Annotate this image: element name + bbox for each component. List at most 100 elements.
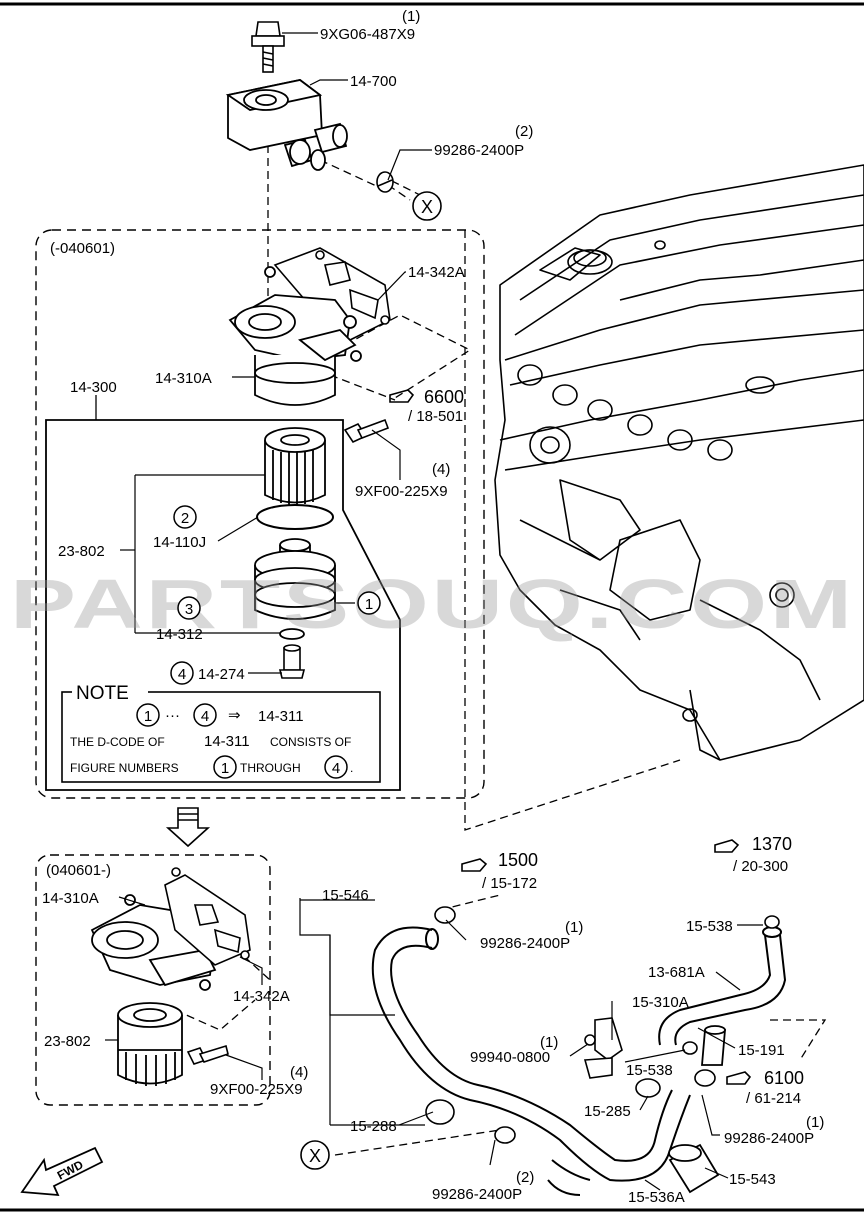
svg-text:9XF00-225X9: 9XF00-225X9	[355, 483, 448, 500]
svg-text:.: .	[350, 761, 353, 775]
svg-text:14-312: 14-312	[156, 626, 203, 643]
note-title: NOTE	[76, 683, 129, 704]
bolt-icon	[251, 21, 285, 73]
svg-text:99940-0800: 99940-0800	[470, 1049, 550, 1066]
svg-text:CONSISTS OF: CONSISTS OF	[270, 735, 351, 749]
bracket-15-310A-icon	[583, 1017, 623, 1079]
svg-text:14-274: 14-274	[198, 666, 245, 683]
svg-text:X: X	[309, 1146, 321, 1166]
svg-text:4: 4	[178, 666, 186, 683]
assembly-14-300-box	[45, 419, 401, 791]
svg-text:15-536A: 15-536A	[628, 1189, 685, 1206]
svg-text:14-342A: 14-342A	[233, 988, 290, 1005]
note-box: NOTE 1 ··· 4 ⇒ 14-311 THE D-CODE OF 14-3…	[61, 681, 381, 783]
solid-leaders	[105, 32, 763, 1191]
svg-text:1370: 1370	[752, 834, 792, 854]
svg-text:3: 3	[185, 601, 193, 618]
o-ring-icon	[256, 504, 334, 530]
figure-number-2: 2	[173, 505, 197, 529]
svg-text:15-191: 15-191	[738, 1042, 785, 1059]
svg-text:14-311: 14-311	[258, 708, 304, 725]
x-marker-top: X	[412, 191, 442, 221]
svg-text:(1): (1)	[806, 1114, 824, 1131]
svg-text:THE D-CODE OF: THE D-CODE OF	[70, 735, 165, 749]
upper-dashed-box	[35, 229, 485, 799]
svg-text:1: 1	[144, 708, 152, 725]
svg-text:23-802: 23-802	[58, 543, 105, 560]
svg-text:2: 2	[181, 510, 189, 527]
svg-text:23-802: 23-802	[44, 1033, 91, 1050]
figure-number-4: 4	[170, 661, 194, 685]
svg-text:(4): (4)	[432, 461, 450, 478]
figure-number-3: 3	[177, 596, 201, 620]
svg-text:···: ···	[165, 707, 180, 724]
svg-text:(2): (2)	[515, 123, 533, 140]
svg-text:15-310A: 15-310A	[632, 994, 689, 1011]
svg-text:1: 1	[221, 760, 229, 777]
svg-text:6600: 6600	[424, 387, 464, 407]
svg-text:(4): (4)	[290, 1064, 308, 1081]
upper-range-label: (-040601)	[50, 240, 115, 257]
svg-text:(1): (1)	[402, 8, 420, 25]
svg-text:FIGURE NUMBERS: FIGURE NUMBERS	[70, 761, 179, 775]
svg-text:9XG06-487X9: 9XG06-487X9	[320, 26, 415, 43]
svg-text:14-342A: 14-342A	[408, 264, 465, 281]
reference-arrows	[389, 389, 752, 1085]
svg-text:9XF00-225X9: 9XF00-225X9	[210, 1081, 303, 1098]
svg-text:4: 4	[201, 708, 209, 725]
svg-text:⇒: ⇒	[228, 707, 241, 724]
svg-text:X: X	[421, 197, 433, 217]
svg-text:/ 15-172: / 15-172	[482, 875, 537, 892]
pipe-15-191-icon	[701, 1025, 726, 1066]
svg-text:/ 61-214: / 61-214	[746, 1090, 801, 1107]
svg-text:99286-2400P: 99286-2400P	[724, 1130, 814, 1147]
svg-text:99286-2400P: 99286-2400P	[432, 1186, 522, 1203]
svg-text:15-285: 15-285	[584, 1103, 631, 1120]
engine-block-illustration	[494, 164, 864, 761]
small-o-ring-icon	[279, 628, 305, 640]
filter-element-icon	[117, 1002, 183, 1086]
fwd-arrow-icon: FWD	[20, 1146, 104, 1197]
svg-text:99286-2400P: 99286-2400P	[480, 935, 570, 952]
svg-text:(1): (1)	[565, 919, 583, 936]
gasket-icon	[164, 867, 251, 966]
gasket-icon	[273, 247, 391, 341]
svg-text:14-300: 14-300	[70, 379, 117, 396]
filter-cap-icon	[254, 538, 336, 620]
hose-15-546-icon	[371, 926, 691, 1196]
svg-text:14-311: 14-311	[204, 733, 250, 750]
svg-text:1500: 1500	[498, 850, 538, 870]
dashed-leaders	[174, 145, 827, 1156]
filter-element-icon	[264, 427, 326, 505]
watermark: PARTSOUQ.COM	[10, 565, 855, 643]
svg-text:4: 4	[332, 760, 340, 777]
svg-text:/ 20-300: / 20-300	[733, 858, 788, 875]
svg-text:14-110J: 14-110J	[153, 534, 206, 551]
down-arrow-icon	[165, 807, 211, 848]
lower-dashed-box	[35, 854, 271, 1106]
svg-text:13-681A: 13-681A	[648, 964, 705, 981]
svg-text:14-310A: 14-310A	[155, 370, 212, 387]
bolt-icon	[186, 1044, 229, 1065]
svg-text:(2): (2)	[516, 1169, 534, 1186]
part-labels: (1) 9XG06-487X9 14-700 (2) 99286-2400P 1…	[42, 8, 824, 1206]
svg-text:6100: 6100	[764, 1068, 804, 1088]
x-marker-bottom: X	[300, 1140, 330, 1170]
svg-text:15-538: 15-538	[686, 918, 733, 935]
svg-text:15-543: 15-543	[729, 1171, 776, 1188]
svg-text:15-546: 15-546	[322, 887, 369, 904]
svg-text:14-700: 14-700	[350, 73, 397, 90]
svg-text:THROUGH: THROUGH	[240, 761, 301, 775]
svg-text:14-310A: 14-310A	[42, 890, 99, 907]
svg-text:/ 18-501: / 18-501	[408, 408, 463, 425]
oil-cooler-icon	[225, 79, 348, 171]
svg-text:15-288: 15-288	[350, 1118, 397, 1135]
svg-text:1: 1	[365, 596, 373, 613]
bolt-icon	[343, 418, 390, 444]
drain-plug-icon	[278, 644, 306, 679]
figure-number-1: 1	[357, 591, 381, 615]
svg-text:(1): (1)	[540, 1034, 558, 1051]
filter-body-icon	[228, 266, 362, 406]
lower-range-label: (040601-)	[46, 862, 111, 879]
